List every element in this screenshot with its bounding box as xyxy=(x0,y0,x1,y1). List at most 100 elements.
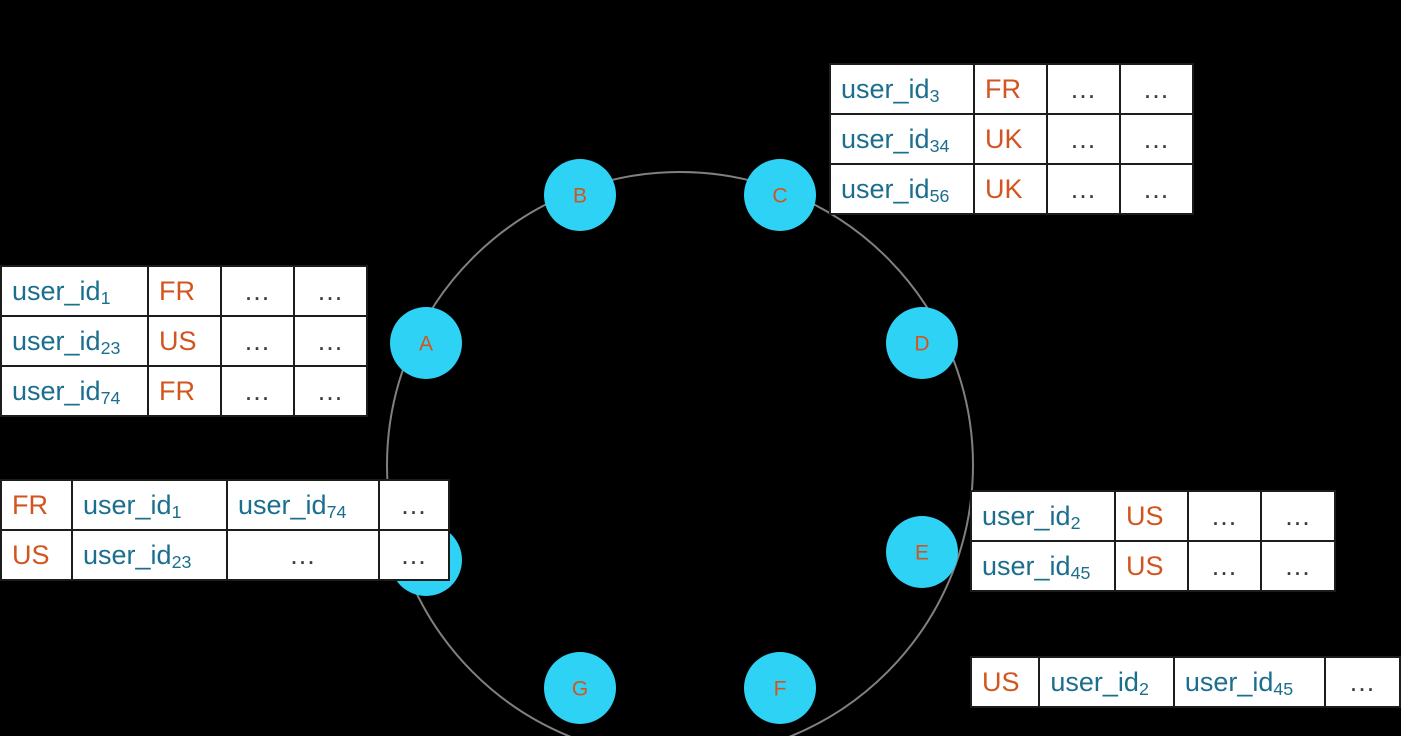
cell-ellipsis: ... xyxy=(293,315,368,367)
cell-country-code: US xyxy=(1114,490,1189,542)
user-id-subscript: 45 xyxy=(1070,563,1091,584)
user-id-subscript: 23 xyxy=(100,338,121,359)
node-label: D xyxy=(914,333,929,356)
user-id-base: user_id xyxy=(12,325,101,356)
cell-ellipsis: ... xyxy=(1119,163,1194,215)
cell-country-code: US xyxy=(969,656,1041,708)
user-id-base: user_id xyxy=(83,489,172,520)
ring-node-b[interactable]: B xyxy=(544,159,616,231)
cell-user-id: user_id2 xyxy=(1038,656,1175,708)
cell-user-id: user_id74 xyxy=(226,479,380,531)
user-id-subscript: 23 xyxy=(171,552,192,573)
user-id-base: user_id xyxy=(12,275,101,306)
ring-node-e[interactable]: E xyxy=(886,516,958,588)
user-id-subscript: 56 xyxy=(929,186,950,207)
cell-user-id: user_id45 xyxy=(1172,656,1327,708)
cell-ellipsis: ... xyxy=(1046,163,1121,215)
cell-country-code: FR xyxy=(147,265,222,317)
user-id-subscript: 1 xyxy=(100,288,111,309)
cell-user-id: user_id1 xyxy=(71,479,228,531)
cell-ellipsis: ... xyxy=(1260,540,1336,592)
cell-country-code: UK xyxy=(973,113,1048,165)
cell-ellipsis: ... xyxy=(1119,63,1194,115)
user-id-base: user_id xyxy=(1050,666,1139,697)
cell-country-code: FR xyxy=(973,63,1048,115)
cell-ellipsis: ... xyxy=(1187,490,1262,542)
cell-ellipsis: ... xyxy=(1324,656,1401,708)
cell-user-id: user_id45 xyxy=(970,540,1116,592)
cell-country-code: UK xyxy=(973,163,1048,215)
cell-country-code: FR xyxy=(0,479,73,531)
user-id-base: user_id xyxy=(238,489,327,520)
user-id-subscript: 74 xyxy=(326,502,347,523)
ring-edge-path xyxy=(386,171,974,736)
cell-user-id: user_id23 xyxy=(0,315,149,367)
ring-edge-circle xyxy=(386,171,974,736)
node-label: B xyxy=(573,185,587,208)
cell-country-code: US xyxy=(147,315,222,367)
node-label: C xyxy=(772,185,787,208)
cell-user-id: user_id3 xyxy=(829,63,975,115)
user-id-base: user_id xyxy=(1184,666,1274,697)
user-id-subscript: 34 xyxy=(929,136,950,157)
ring-node-d[interactable]: D xyxy=(886,307,958,379)
user-id-base: user_id xyxy=(982,500,1071,531)
user-id-subscript: 2 xyxy=(1138,679,1149,700)
cell-user-id: user_id56 xyxy=(829,163,975,215)
user-id-subscript: 45 xyxy=(1273,679,1294,700)
node-label: F xyxy=(774,678,787,701)
node-circle[interactable] xyxy=(544,652,616,724)
user-id-base: user_id xyxy=(841,73,930,104)
cell-ellipsis: ... xyxy=(1187,540,1262,592)
cell-ellipsis: ... xyxy=(293,365,368,417)
node-circle[interactable] xyxy=(544,159,616,231)
cell-user-id: user_id1 xyxy=(0,265,149,317)
user-id-base: user_id xyxy=(841,123,930,154)
node-circle[interactable] xyxy=(886,516,958,588)
node-label: A xyxy=(419,333,433,356)
user-id-subscript: 2 xyxy=(1070,513,1081,534)
node-label: G xyxy=(572,678,588,701)
node-circle[interactable] xyxy=(886,307,958,379)
cell-user-id: user_id23 xyxy=(71,529,228,581)
ring-node-g[interactable]: G xyxy=(544,652,616,724)
node-circle[interactable] xyxy=(744,159,816,231)
cell-ellipsis: ... xyxy=(220,265,295,317)
node-circle[interactable] xyxy=(390,307,462,379)
user-id-base: user_id xyxy=(83,539,172,570)
user-id-base: user_id xyxy=(982,550,1071,581)
cell-country-code: US xyxy=(0,529,73,581)
cell-ellipsis: ... xyxy=(1046,63,1121,115)
cell-ellipsis: ... xyxy=(220,315,295,367)
node-label: E xyxy=(915,542,929,565)
cell-ellipsis: ... xyxy=(378,529,450,581)
ring-node-a[interactable]: A xyxy=(390,307,462,379)
cell-user-id: user_id34 xyxy=(829,113,975,165)
ring-node-c[interactable]: C xyxy=(744,159,816,231)
cell-ellipsis: ... xyxy=(1260,490,1336,542)
cell-user-id: user_id74 xyxy=(0,365,149,417)
cell-user-id: user_id2 xyxy=(970,490,1116,542)
node-circle[interactable] xyxy=(744,652,816,724)
ring-node-f[interactable]: F xyxy=(744,652,816,724)
cell-ellipsis: ... xyxy=(1119,113,1194,165)
cell-ellipsis: ... xyxy=(378,479,450,531)
cell-country-code: US xyxy=(1114,540,1189,592)
user-id-subscript: 1 xyxy=(171,502,182,523)
cell-ellipsis: ... xyxy=(226,529,380,581)
